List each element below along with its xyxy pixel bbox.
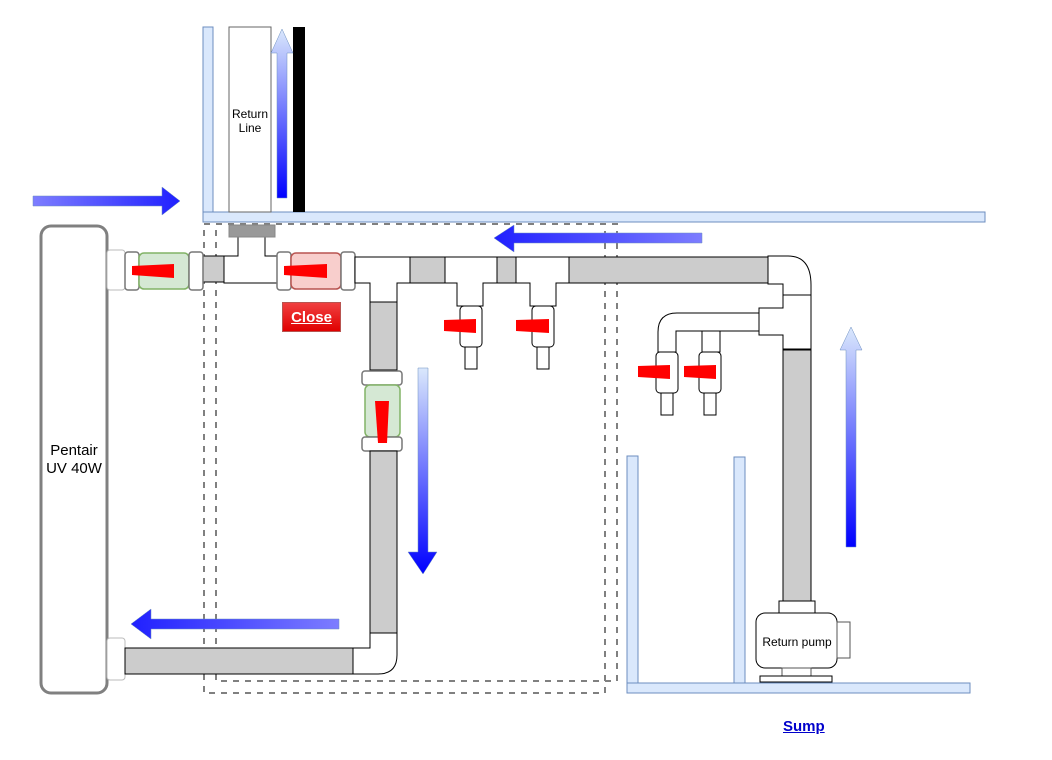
- pump-outlet: [778, 600, 816, 614]
- valve-handle-icon: [444, 319, 476, 333]
- valve-handle-icon: [638, 365, 670, 379]
- valve-handle-icon: [375, 401, 389, 443]
- sump-link[interactable]: Sump: [783, 718, 825, 735]
- return-line-box: [228, 26, 272, 213]
- down-pipe-upper: [369, 301, 398, 371]
- top-pipes: [202, 255, 769, 284]
- valve-handle-icon: [284, 264, 327, 278]
- valve-handle-icon: [132, 264, 174, 278]
- manifold-valve-1[interactable]: [444, 256, 498, 370]
- uv-sterilizer[interactable]: [39, 224, 109, 695]
- flow-arrow-left-top: [493, 224, 703, 253]
- flow-arrow-down: [407, 367, 438, 575]
- sump-valve-2[interactable]: [684, 351, 722, 416]
- pump-riser-pipe: [782, 349, 812, 603]
- down-pipe-lower: [369, 450, 398, 634]
- uv-inlet-port: [106, 249, 126, 291]
- valve-handle-icon: [516, 319, 549, 333]
- return-line-black-bar: [293, 27, 305, 212]
- return-pump[interactable]: [755, 612, 851, 683]
- return-tee: [223, 236, 279, 284]
- flow-arrow-up-return: [270, 28, 294, 199]
- cabinet-outline-2: [215, 223, 618, 682]
- branch-pipe: [657, 312, 760, 353]
- main-line-valve[interactable]: [276, 251, 356, 291]
- return-pump-label: Return pump: [762, 635, 832, 649]
- flow-arrow-right: [32, 186, 181, 216]
- valve-handle-icon: [684, 365, 716, 379]
- bottom-pipe: [124, 647, 354, 675]
- close-button[interactable]: Close: [282, 302, 341, 332]
- down-tee: [354, 256, 411, 303]
- uv-outlet-port: [106, 637, 126, 681]
- uv-inlet-valve[interactable]: [124, 251, 204, 291]
- flow-arrow-left-bottom: [130, 608, 340, 640]
- cabinet-outline-1: [203, 223, 606, 694]
- sump-valve-1[interactable]: [638, 351, 679, 416]
- branch-stub: [701, 330, 721, 353]
- flow-arrow-up-sump: [839, 326, 863, 548]
- bottom-elbow: [352, 632, 398, 675]
- manifold-valve-2[interactable]: [515, 256, 570, 370]
- uv-return-valve[interactable]: [361, 370, 403, 452]
- right-elbow: [767, 255, 812, 296]
- sump-walls: [626, 455, 971, 694]
- right-tee: [758, 294, 812, 350]
- return-tee-cap: [228, 224, 276, 238]
- display-tank-walls: [202, 26, 986, 223]
